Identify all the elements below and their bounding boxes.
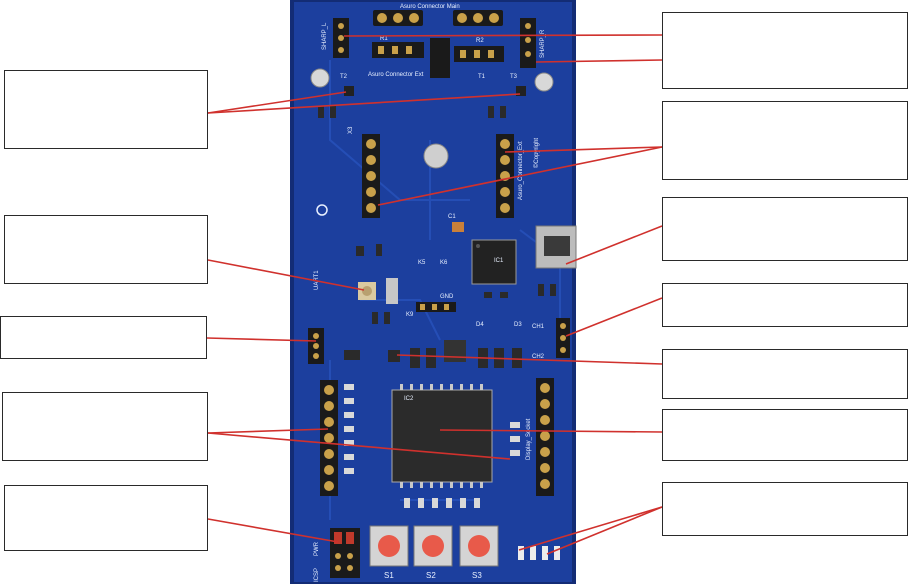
resistor-rows [344, 384, 520, 508]
leader-lines [206, 34, 663, 555]
callout-box-left-3 [0, 316, 207, 359]
push-button-s2 [413, 525, 453, 567]
label-ch1: CH1 [532, 324, 545, 330]
callout-box-right-3 [662, 197, 908, 261]
header-x3 [362, 134, 380, 218]
label-d3: D3 [514, 322, 522, 328]
channel-header [556, 318, 570, 358]
callout-box-right-5 [662, 349, 908, 399]
callout-box-top-left [4, 70, 208, 149]
uart-header [308, 328, 324, 364]
label-sharp-left: SHARP_L [322, 22, 328, 50]
usb-chip [471, 239, 517, 285]
power-header [330, 528, 360, 578]
jumper-row [416, 302, 456, 312]
label-copyright: ©Copyright [533, 138, 540, 168]
label-pwr: PWR [314, 541, 320, 556]
mounting-holes [310, 68, 554, 216]
label-gnd: GND [440, 294, 454, 300]
usb-connector [535, 225, 577, 269]
callout-box-left-2 [4, 215, 208, 284]
label-s2: S2 [426, 571, 436, 580]
label-c1: C1 [448, 214, 456, 220]
callout-box-top-right-1 [662, 12, 908, 89]
callout-box-right-4 [662, 283, 908, 327]
callout-box-right-2 [662, 101, 908, 180]
potentiometer [358, 282, 376, 300]
pcb-board [292, 0, 574, 584]
label-display-socket: Display_Socket [526, 418, 532, 460]
label-r2: R2 [476, 38, 484, 44]
label-d4: D4 [476, 322, 484, 328]
label-ic1: IC1 [494, 258, 504, 264]
header-ext [496, 134, 514, 218]
connector-ext-header [372, 38, 504, 78]
label-s1: S1 [384, 571, 394, 580]
sharp-right-header [520, 18, 536, 68]
callout-box-left-4 [2, 392, 208, 461]
callout-box-left-5 [4, 485, 208, 551]
label-t3: T3 [510, 74, 518, 80]
callout-box-right-7 [662, 482, 908, 536]
label-sharp-right: SHARP_R [540, 29, 546, 58]
label-ic2: IC2 [404, 396, 414, 402]
smd-components [318, 106, 556, 324]
label-x2-ext: Asuro_Connector_Ext [518, 141, 524, 200]
label-t2: T2 [340, 74, 348, 80]
label-k9: K9 [406, 312, 414, 318]
sharp-left-header [333, 18, 349, 58]
label-k6: K6 [440, 260, 448, 266]
label-x3: X3 [348, 126, 354, 134]
label-connector-ext: Asuro Connector Ext [368, 72, 424, 78]
label-uart: UART1 [314, 270, 320, 290]
main-microcontroller [391, 384, 493, 488]
display-socket [536, 378, 554, 496]
label-connector-main: Asuro Connector Main [400, 4, 460, 10]
transistors [344, 86, 526, 96]
callout-box-right-6 [662, 409, 908, 461]
label-s3: S3 [472, 571, 482, 580]
label-k5: K5 [418, 260, 426, 266]
push-button-s3 [459, 525, 499, 567]
connector-main-header [373, 10, 503, 26]
led-row [518, 546, 560, 560]
label-t1: T1 [478, 74, 486, 80]
left-pin-column [320, 380, 338, 496]
label-r1: R1 [380, 36, 388, 42]
label-ch2: CH2 [532, 354, 545, 360]
push-button-s1 [369, 525, 409, 567]
label-icsp: ICSP [314, 568, 320, 582]
